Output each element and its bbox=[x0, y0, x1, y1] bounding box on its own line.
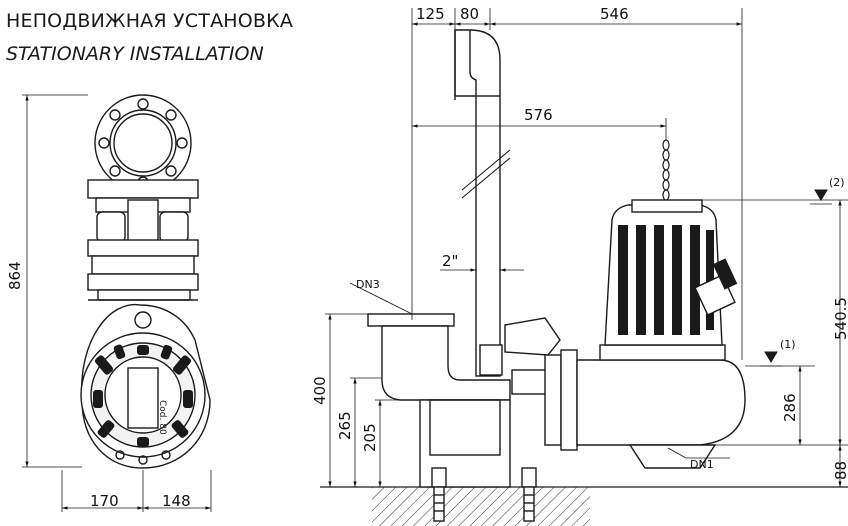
label-dn3: DN3 bbox=[356, 278, 380, 291]
dim-148: 148 bbox=[162, 492, 191, 510]
label-level-2: (2) bbox=[829, 176, 845, 189]
side-coupler bbox=[479, 317, 578, 451]
dim-864: 864 bbox=[6, 261, 24, 290]
dim-170: 170 bbox=[90, 492, 119, 510]
front-dimensions bbox=[22, 94, 212, 512]
guide-coupler bbox=[87, 179, 199, 301]
dim-88: 88 bbox=[832, 461, 848, 480]
label-level-1: (1) bbox=[780, 338, 796, 351]
anchor-bolts bbox=[433, 486, 535, 522]
side-view bbox=[367, 29, 746, 522]
base-bend bbox=[367, 313, 537, 488]
front-view: Cod. 80 bbox=[80, 94, 211, 469]
dim-205: 205 bbox=[361, 423, 379, 452]
discharge-pipe bbox=[454, 29, 511, 377]
motor bbox=[604, 199, 738, 346]
title-english: STATIONARY INSTALLATION bbox=[6, 43, 264, 65]
ground bbox=[320, 486, 848, 526]
dim-265: 265 bbox=[336, 411, 354, 440]
lifting-chain bbox=[662, 139, 670, 201]
nameplate-text: Cod. 80 bbox=[157, 400, 167, 435]
pump-volute bbox=[576, 344, 746, 469]
dim-546: 546 bbox=[600, 5, 629, 23]
title-russian: НЕПОДВИЖНАЯ УСТАНОВКА bbox=[6, 10, 294, 32]
dim-125: 125 bbox=[416, 5, 445, 23]
dim-80: 80 bbox=[460, 5, 479, 23]
dim-pipe-2in: 2" bbox=[442, 252, 458, 270]
dim-540-5: 540.5 bbox=[832, 297, 848, 340]
dim-576: 576 bbox=[524, 106, 553, 124]
dim-400: 400 bbox=[311, 376, 329, 405]
label-dn1: DN1 bbox=[690, 458, 714, 471]
pump-front: Cod. 80 bbox=[80, 303, 211, 469]
dim-286: 286 bbox=[781, 393, 799, 422]
level-markers bbox=[760, 189, 832, 367]
outlet-flange bbox=[94, 94, 192, 192]
